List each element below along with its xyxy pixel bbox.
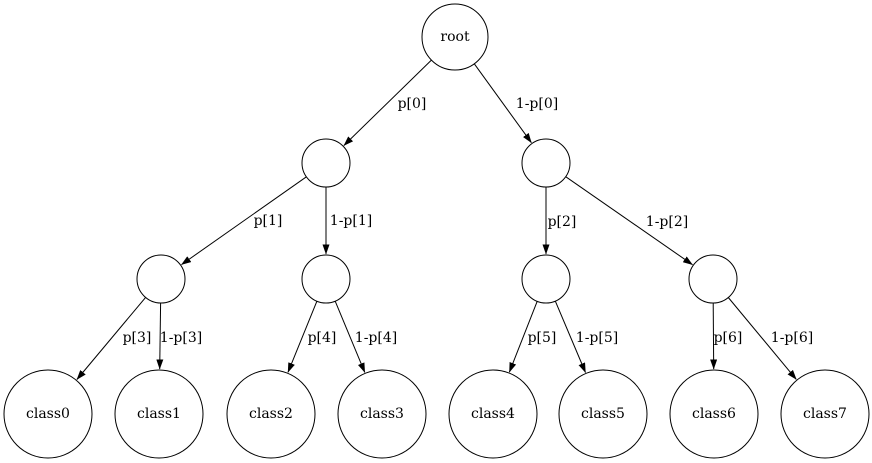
node-class7 xyxy=(780,369,870,459)
node-label-class5: class5 xyxy=(581,406,625,422)
edge-root-n2 xyxy=(473,63,532,144)
node-class4 xyxy=(448,369,538,459)
node-n2 xyxy=(521,138,571,188)
edge-n3-class1 xyxy=(156,302,164,370)
edge-n6-class6 xyxy=(710,302,718,370)
edge-n2-n6 xyxy=(565,176,693,266)
edge-n1-n3 xyxy=(181,176,307,266)
node-n6 xyxy=(688,254,738,304)
node-label-class3: class3 xyxy=(360,406,404,422)
node-n5 xyxy=(521,254,571,304)
edge-n4-class3 xyxy=(334,301,366,373)
edge-label-n6-class6: p[6] xyxy=(714,330,743,346)
edge-n5-class4 xyxy=(508,301,538,373)
edge-label-n3-class1: 1-p[3] xyxy=(160,330,202,346)
edge-label-n2-n6: 1-p[2] xyxy=(646,214,688,230)
node-label-class1: class1 xyxy=(137,406,181,422)
node-class1 xyxy=(114,369,204,459)
edge-label-n2-n5: p[2] xyxy=(548,214,577,230)
node-class6 xyxy=(669,369,759,459)
node-label-class0: class0 xyxy=(26,406,70,422)
edge-label-n3-class0: p[3] xyxy=(123,330,152,346)
node-label-class6: class6 xyxy=(692,406,736,422)
edge-label-n5-class4: p[5] xyxy=(528,330,557,346)
node-class2 xyxy=(226,369,316,459)
edge-n6-class7 xyxy=(727,297,797,380)
node-n4 xyxy=(301,254,351,304)
edge-n3-class0 xyxy=(76,297,146,380)
edge-n5-class5 xyxy=(554,300,586,373)
node-label-class7: class7 xyxy=(803,406,847,422)
node-root xyxy=(421,3,489,71)
edge-n4-class2 xyxy=(287,301,318,373)
edge-root-n1 xyxy=(343,59,432,146)
node-class0 xyxy=(3,369,93,459)
node-class3 xyxy=(337,369,427,459)
edge-label-n1-n3: p[1] xyxy=(254,213,283,229)
node-label-root: root xyxy=(440,29,470,45)
edge-label-n6-class7: 1-p[6] xyxy=(771,330,813,346)
edge-label-n4-class3: 1-p[4] xyxy=(355,330,397,346)
node-label-class4: class4 xyxy=(471,406,515,422)
node-class5 xyxy=(558,369,648,459)
edge-label-root-n1: p[0] xyxy=(398,96,427,112)
edge-label-n1-n4: 1-p[1] xyxy=(330,213,372,229)
edge-label-root-n2: 1-p[0] xyxy=(516,96,558,112)
node-n1 xyxy=(301,138,351,188)
edge-label-n4-class2: p[4] xyxy=(308,330,337,346)
edge-label-n5-class5: 1-p[5] xyxy=(576,330,618,346)
node-n3 xyxy=(136,254,186,304)
node-label-class2: class2 xyxy=(249,406,293,422)
